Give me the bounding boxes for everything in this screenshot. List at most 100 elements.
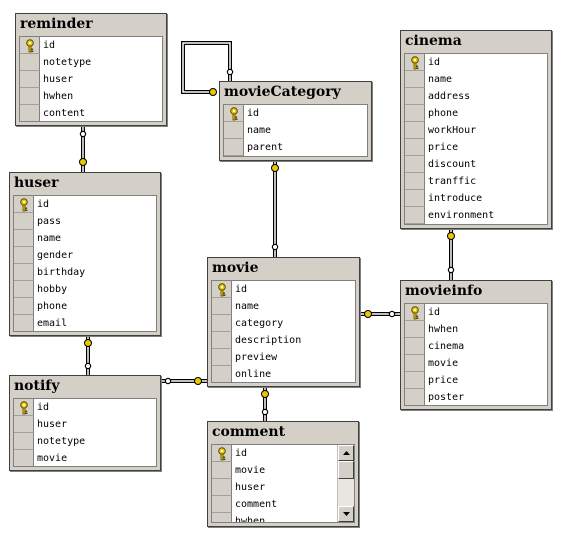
column-row[interactable]: notetype	[14, 433, 156, 450]
column-row[interactable]: cinema	[405, 338, 547, 355]
column-row[interactable]: comment	[212, 496, 354, 513]
column-row[interactable]: id	[405, 54, 547, 71]
scroll-down-button[interactable]	[338, 506, 354, 522]
column-row[interactable]: price	[405, 372, 547, 389]
scroll-thumb[interactable]	[338, 461, 354, 479]
column-row[interactable]: discount	[405, 156, 547, 173]
column-row[interactable]: phone	[405, 105, 547, 122]
table-title: cinema	[405, 33, 462, 49]
column-row[interactable]: name	[14, 230, 156, 247]
column-row[interactable]: movie	[405, 355, 547, 372]
column-row[interactable]: hobby	[14, 281, 156, 298]
column-row[interactable]: id	[212, 445, 354, 462]
column-row[interactable]: huser	[212, 479, 354, 496]
column-row[interactable]: poster	[405, 389, 547, 405]
row-selector	[224, 105, 244, 122]
column-row[interactable]: parent	[224, 139, 367, 156]
row-selector	[14, 298, 34, 315]
column-row[interactable]: price	[405, 139, 547, 156]
row-selector	[405, 173, 425, 190]
column-name: cinema	[428, 341, 465, 352]
row-selector	[405, 71, 425, 88]
column-row[interactable]: movie	[14, 450, 156, 466]
column-row[interactable]: tranffic	[405, 173, 547, 190]
column-row[interactable]: hwhen	[405, 321, 547, 338]
many-end-icon	[447, 266, 455, 274]
key-end-icon	[271, 164, 279, 172]
column-row[interactable]: name	[224, 122, 367, 139]
column-row[interactable]: environment	[405, 207, 547, 224]
column-row[interactable]: movie	[212, 462, 354, 479]
key-end-icon	[84, 339, 92, 347]
many-end-icon	[84, 362, 92, 370]
column-row[interactable]: name	[405, 71, 547, 88]
column-name: address	[428, 91, 471, 102]
column-name: online	[235, 369, 272, 380]
column-name: movie	[235, 465, 266, 476]
vertical-scrollbar[interactable]	[337, 445, 354, 522]
column-row[interactable]: content	[20, 105, 162, 121]
row-selector	[212, 496, 232, 513]
column-row[interactable]: huser	[20, 71, 162, 88]
column-row[interactable]: pass	[14, 213, 156, 230]
many-end-icon	[271, 243, 279, 251]
column-row[interactable]: notetype	[20, 54, 162, 71]
many-end-icon	[261, 408, 269, 416]
column-name: pass	[37, 216, 62, 227]
primary-key-icon	[409, 55, 421, 70]
column-name: hwhen	[428, 324, 459, 335]
many-end-icon	[226, 68, 234, 76]
row-selector	[224, 139, 244, 156]
column-row[interactable]: id	[20, 37, 162, 54]
column-row[interactable]: id	[212, 281, 355, 298]
column-row[interactable]: online	[212, 366, 355, 382]
column-row[interactable]: workHour	[405, 122, 547, 139]
column-row[interactable]: id	[14, 196, 156, 213]
column-row[interactable]: address	[405, 88, 547, 105]
column-row[interactable]: id	[14, 399, 156, 416]
table-title: movieCategory	[224, 84, 341, 100]
column-name: name	[428, 74, 453, 85]
column-row[interactable]: huser	[14, 416, 156, 433]
row-selector	[14, 315, 34, 331]
column-name: hobby	[37, 284, 68, 295]
column-name: birthday	[37, 267, 86, 278]
row-selector	[405, 88, 425, 105]
row-selector	[405, 304, 425, 321]
column-row[interactable]: category	[212, 315, 355, 332]
row-selector	[212, 349, 232, 366]
row-selector	[405, 338, 425, 355]
column-row[interactable]: name	[212, 298, 355, 315]
column-row[interactable]: email	[14, 315, 156, 331]
column-name: environment	[428, 210, 495, 221]
column-row[interactable]: introduce	[405, 190, 547, 207]
table-title: notify	[14, 378, 60, 394]
column-row[interactable]: id	[405, 304, 547, 321]
column-row[interactable]: hwhen	[212, 513, 354, 522]
column-row[interactable]: id	[224, 105, 367, 122]
column-row[interactable]: gender	[14, 247, 156, 264]
column-row[interactable]: description	[212, 332, 355, 349]
column-row[interactable]: birthday	[14, 264, 156, 281]
column-name: content	[43, 108, 86, 119]
key-end-icon	[447, 232, 455, 240]
column-row[interactable]: hwhen	[20, 88, 162, 105]
column-row[interactable]: phone	[14, 298, 156, 315]
scroll-up-button[interactable]	[338, 445, 354, 461]
table-title: movie	[212, 260, 259, 276]
row-selector	[212, 462, 232, 479]
column-row[interactable]: preview	[212, 349, 355, 366]
